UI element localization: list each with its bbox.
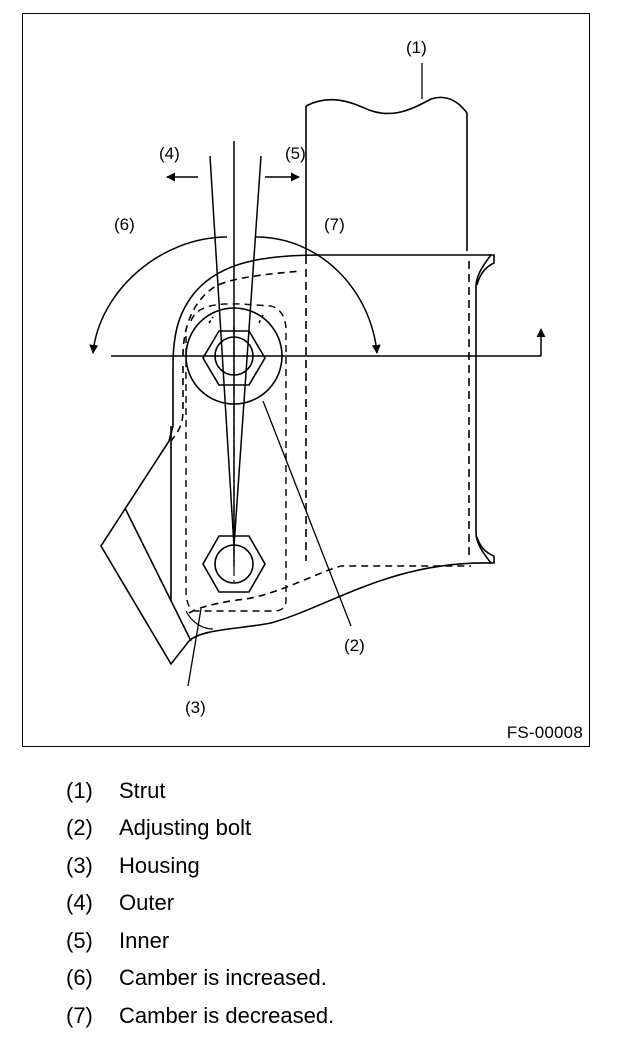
callout-camber-decreased: (7) (324, 215, 345, 234)
adjust-slot-shape (185, 303, 287, 612)
legend-item-adjusting-bolt: (2) Adjusting bolt (66, 810, 334, 848)
legend-number: (1) (66, 777, 93, 803)
figure-code: FS-00008 (506, 723, 583, 742)
callout-strut: (1) (406, 38, 427, 57)
legend-item-strut: (1) Strut (66, 772, 334, 810)
legend-number: (6) (66, 965, 93, 991)
legend-label: Camber is decreased. (119, 1002, 335, 1028)
legend-label: Outer (119, 890, 175, 916)
legend-number: (4) (66, 890, 93, 916)
housing-shape (100, 254, 495, 666)
legend-label: Strut (119, 777, 166, 803)
legend-number: (2) (66, 815, 93, 841)
leader-lines (187, 63, 423, 687)
legend-item-inner: (5) Inner (66, 922, 334, 960)
legend-number: (5) (66, 927, 93, 953)
diagram-frame: (1) (2) (3) (4) (5) (6) (7) FS-00008 (22, 13, 590, 747)
camber-lines (111, 141, 546, 586)
callout-housing: (3) (185, 698, 206, 717)
legend-label: Housing (119, 852, 200, 878)
legend-number: (7) (66, 1002, 93, 1028)
legend-label: Camber is increased. (119, 965, 327, 991)
camber-adjustment-diagram: (1) (2) (3) (4) (5) (6) (7) (89, 38, 546, 717)
legend-item-camber-decreased: (7) Camber is decreased. (66, 997, 334, 1035)
legend-label: Inner (119, 927, 170, 953)
callout-outer: (4) (159, 144, 180, 163)
legend-list: (1) Strut (2) Adjusting bolt (3) Housing… (66, 772, 334, 1035)
legend-number: (3) (66, 852, 93, 878)
strut-shape (305, 96, 470, 561)
legend-label: Adjusting bolt (119, 815, 252, 841)
legend-item-camber-increased: (6) Camber is increased. (66, 960, 334, 998)
legend-item-outer: (4) Outer (66, 885, 334, 923)
callout-camber-increased: (6) (114, 215, 135, 234)
callout-labels: (1) (2) (3) (4) (5) (6) (7) (114, 38, 427, 717)
callout-inner: (5) (285, 144, 306, 163)
callout-adjusting-bolt: (2) (344, 636, 365, 655)
camber-arcs (89, 236, 381, 354)
legend-item-housing: (3) Housing (66, 847, 334, 885)
